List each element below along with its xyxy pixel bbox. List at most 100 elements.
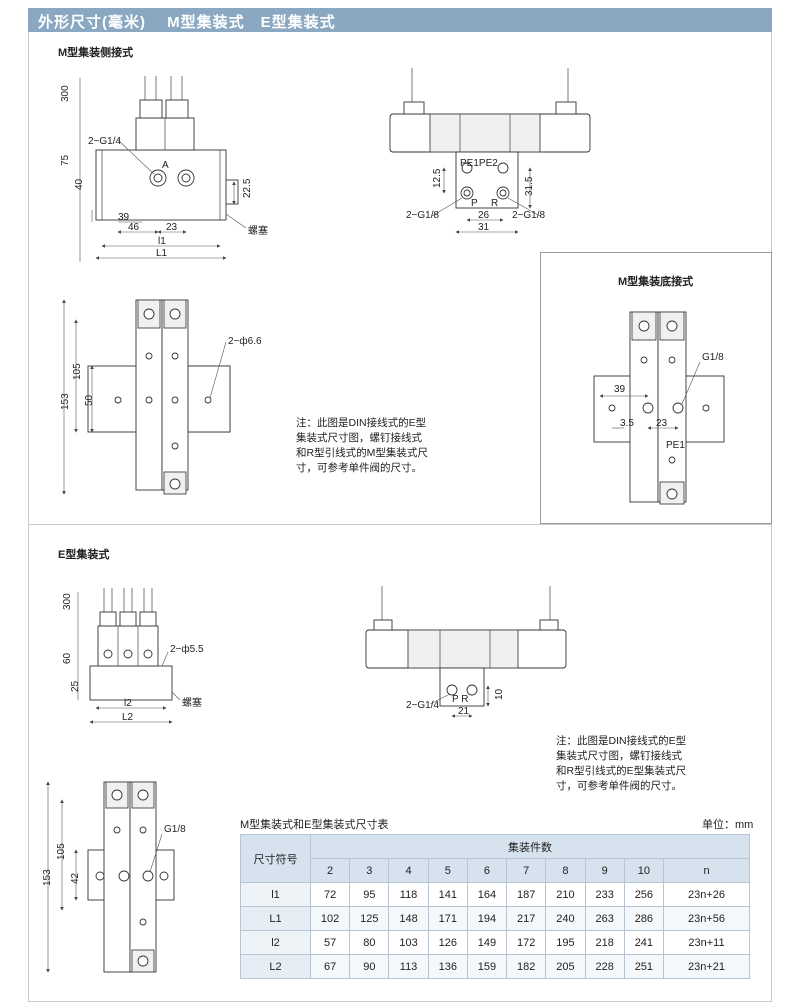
dim-153: 153 — [60, 393, 71, 410]
table-cell: 57 — [309, 930, 351, 955]
dim-l2: l2 — [124, 698, 132, 709]
table-cell: 23n+56 — [663, 906, 750, 931]
header-label: 尺寸符号 — [240, 834, 311, 883]
table-column-header: 9 — [584, 858, 625, 883]
pr-ports-label: P R — [452, 694, 469, 705]
table-cell: 172 — [506, 930, 547, 955]
table-cell: 205 — [545, 954, 586, 979]
table-title: M型集装式和E型集装式尺寸表 — [240, 819, 389, 831]
row-label: L2 — [240, 954, 311, 979]
port-label: 2−G1/4 — [88, 136, 122, 147]
dim-105: 105 — [72, 363, 83, 380]
row-label: L1 — [240, 906, 311, 931]
header-bar: 外形尺寸(毫米) M型集装式 E型集装式 — [28, 8, 772, 32]
dim-105: 105 — [56, 843, 67, 860]
dim-300: 300 — [62, 593, 73, 610]
plug-label: 螺塞 — [248, 224, 268, 237]
dim-l1: l1 — [158, 236, 166, 247]
e-note-line: 注：此图是DIN接线式的E型 — [556, 735, 687, 747]
table-unit: 单位：mm — [702, 819, 754, 831]
e-note-line: 寸，可参考单件阀的尺寸。 — [556, 780, 682, 792]
table-cell: 210 — [545, 882, 586, 907]
plug-label: 螺塞 — [182, 696, 202, 709]
table-cell: 195 — [545, 930, 586, 955]
dim-60: 60 — [62, 652, 73, 664]
e-note-line: 集装式尺寸图，螺钉接线式 — [556, 750, 682, 762]
dim-75: 75 — [60, 154, 71, 166]
table-cell: 80 — [349, 930, 390, 955]
row-label: l1 — [240, 882, 311, 907]
e-side-view: P R 2−G1/4 21 10 — [365, 586, 567, 718]
dim-39: 39 — [614, 384, 626, 395]
table-cell: 240 — [545, 906, 586, 931]
table-column-header: 3 — [349, 858, 390, 883]
table-column-header: 4 — [388, 858, 429, 883]
dim-50: 50 — [84, 394, 95, 406]
table-cell: 263 — [584, 906, 625, 931]
table-cell: 187 — [506, 882, 547, 907]
dim-39: 39 — [118, 212, 130, 223]
dim-21: 21 — [458, 706, 470, 717]
e-note: 注：此图是DIN接线式的E型 集装式尺寸图，螺钉接线式 和R型引线式的E型集装式… — [556, 734, 686, 794]
table-cell: 241 — [623, 930, 665, 955]
table-column-header: 6 — [466, 858, 508, 883]
table-cell: 118 — [388, 882, 429, 907]
hole-label: 2−ф5.5 — [170, 643, 204, 655]
table-cell: 113 — [388, 954, 429, 979]
table-cell: 194 — [466, 906, 508, 931]
table-cell: 95 — [349, 882, 390, 907]
table-cell: 23n+21 — [663, 954, 750, 979]
table-cell: 233 — [584, 882, 625, 907]
m-side-side-view: PE1PE2 12.5 31.5 P R 2−G1/8 2−G1/8 26 31 — [389, 68, 591, 234]
e-front-view: 300 60 25 2−ф5.5 l2 L2 螺塞 — [62, 588, 204, 724]
table-cell: 228 — [584, 954, 625, 979]
m-side-front-view: 300 75 40 22.5 2−G1/4 A 39 46 23 l1 L1 螺… — [60, 76, 268, 262]
dim-L2: L2 — [122, 712, 134, 723]
table-cell: 159 — [466, 954, 508, 979]
port-label: 2−G1/4 — [406, 700, 440, 711]
m-note-line: 集装式尺寸图，螺钉接线式 — [296, 432, 422, 444]
table-cell: 141 — [427, 882, 468, 907]
table-column-header: 2 — [309, 858, 351, 883]
dim-23: 23 — [166, 222, 178, 233]
bottom-connection-box — [540, 252, 772, 524]
port-label: G1/8 — [164, 824, 186, 835]
table-cell: 251 — [623, 954, 665, 979]
table-column-header: 10 — [623, 858, 665, 883]
table-cell: 126 — [427, 930, 468, 955]
dim-10: 10 — [494, 688, 505, 700]
dim-3-5: 3.5 — [620, 418, 634, 429]
row-label: l2 — [240, 930, 311, 955]
m-note: 注：此图是DIN接线式的E型 集装式尺寸图，螺钉接线式 和R型引线式的M型集装式… — [296, 416, 428, 476]
table-cell: 148 — [388, 906, 429, 931]
section-divider — [28, 524, 772, 525]
dim-23: 23 — [656, 418, 668, 429]
table-cell: 90 — [349, 954, 390, 979]
dim-153: 153 — [42, 869, 53, 886]
table-column-header: 7 — [506, 858, 547, 883]
table-header-row: 尺寸符号 集装件数 — [240, 834, 750, 883]
dim-31: 31 — [478, 222, 490, 233]
group-label: 集装件数 — [310, 834, 750, 859]
table-column-header: 5 — [427, 858, 468, 883]
m-side-section-title: M型集装侧接式 — [58, 47, 134, 59]
table-cell: 149 — [466, 930, 508, 955]
m-bottom-section-title: M型集装底接式 — [618, 276, 694, 288]
port-a-label: A — [162, 160, 169, 171]
dim-40: 40 — [74, 178, 85, 190]
table-cell: 286 — [623, 906, 665, 931]
e-top-view: 153 105 42 G1/8 — [42, 781, 186, 973]
dim-L1: L1 — [156, 248, 168, 259]
table-cell: 103 — [388, 930, 429, 955]
table-cell: 256 — [623, 882, 665, 907]
table-column-header: n — [663, 858, 750, 883]
dim-12-5: 12.5 — [432, 168, 443, 188]
m-side-top-view: 153 105 50 2−ф6.6 — [60, 299, 262, 495]
